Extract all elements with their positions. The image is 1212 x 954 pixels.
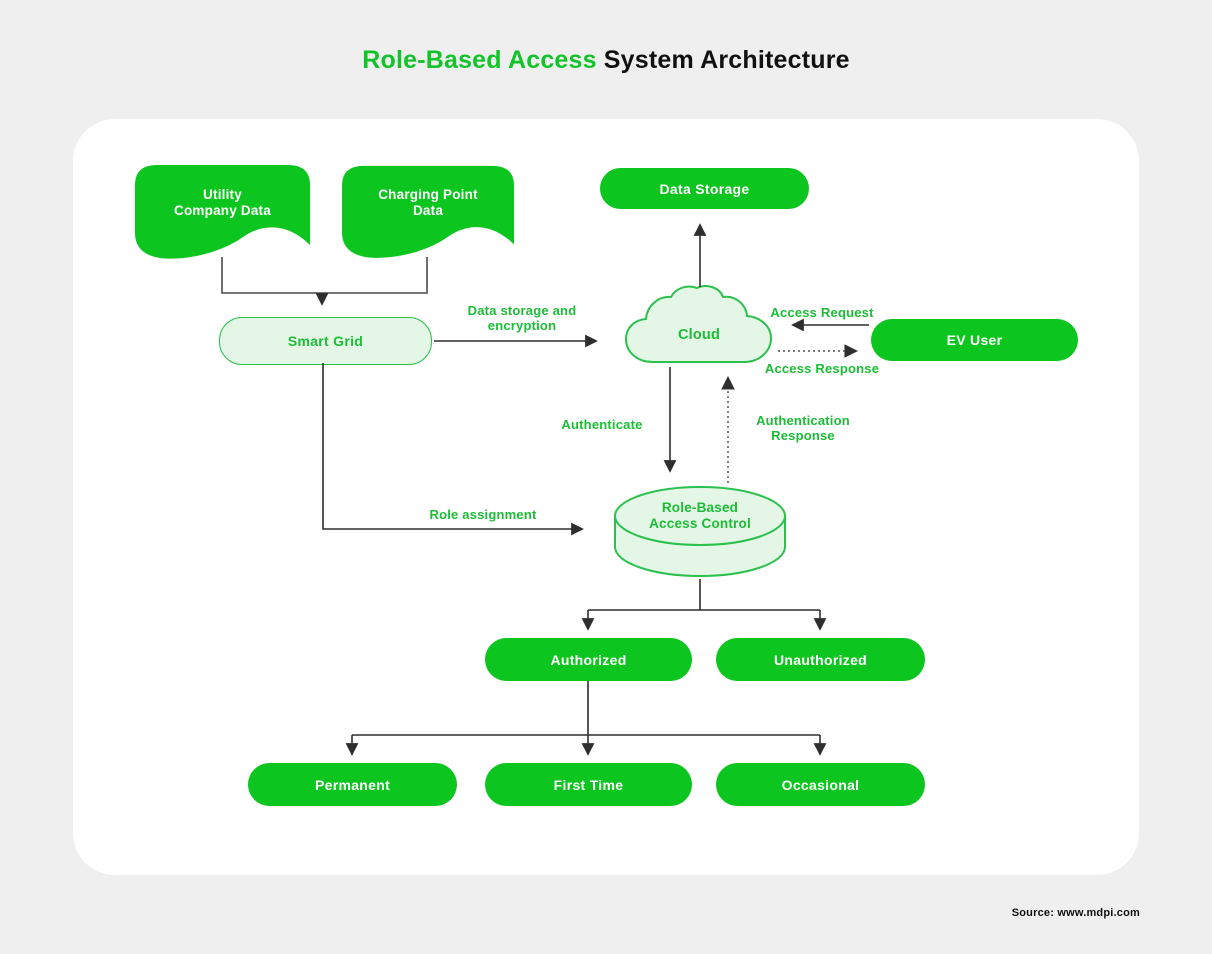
node-label: Role-Based Access Control [649, 500, 751, 531]
node-smart-grid: Smart Grid [219, 317, 432, 365]
node-label: Utility Company Data [174, 187, 271, 218]
edge-label-access-response: Access Response [764, 361, 880, 376]
node-permanent: Permanent [248, 763, 457, 806]
title-rest: System Architecture [603, 46, 850, 74]
node-label: EV User [946, 332, 1003, 348]
node-charging-point-data: Charging Point Data [342, 165, 514, 260]
node-rbac: Role-Based Access Control [613, 485, 787, 579]
node-label: Occasional [781, 776, 860, 793]
node-label: Authorized [550, 651, 627, 668]
node-authorized: Authorized [485, 638, 692, 681]
document-shape-icon [135, 165, 310, 259]
node-label: Data Storage [659, 180, 750, 197]
node-label: Permanent [314, 776, 391, 793]
node-cloud: Cloud [622, 285, 776, 367]
edge-label-authenticate: Authenticate [561, 417, 643, 432]
node-data-storage: Data Storage [600, 168, 809, 209]
node-ev-user: EV User [871, 319, 1078, 361]
edge-label-role-assignment: Role assignment [429, 507, 537, 522]
cloud-icon [624, 285, 773, 363]
node-label: First Time [553, 776, 624, 793]
node-label: Unauthorized [773, 651, 868, 668]
node-utility-company-data: Utility Company Data [135, 165, 310, 260]
edge-label-authentication-response: Authentication Response [756, 413, 850, 443]
node-unauthorized: Unauthorized [716, 638, 925, 681]
source-attribution: Source: www.mdpi.com [1011, 907, 1140, 919]
edge-label-data-storage-encryption: Data storage and encryption [467, 303, 577, 333]
node-first-time: First Time [485, 763, 692, 806]
node-label: Smart Grid [287, 333, 364, 349]
node-label: Charging Point Data [378, 187, 478, 218]
node-occasional: Occasional [716, 763, 925, 806]
document-shape-icon [342, 165, 514, 258]
node-label: Cloud [677, 327, 721, 343]
diagram-card [73, 119, 1139, 875]
database-cylinder-icon [614, 486, 786, 578]
edge-label-access-request: Access Request [770, 305, 874, 320]
title-highlight: Role-Based Access [362, 46, 597, 74]
